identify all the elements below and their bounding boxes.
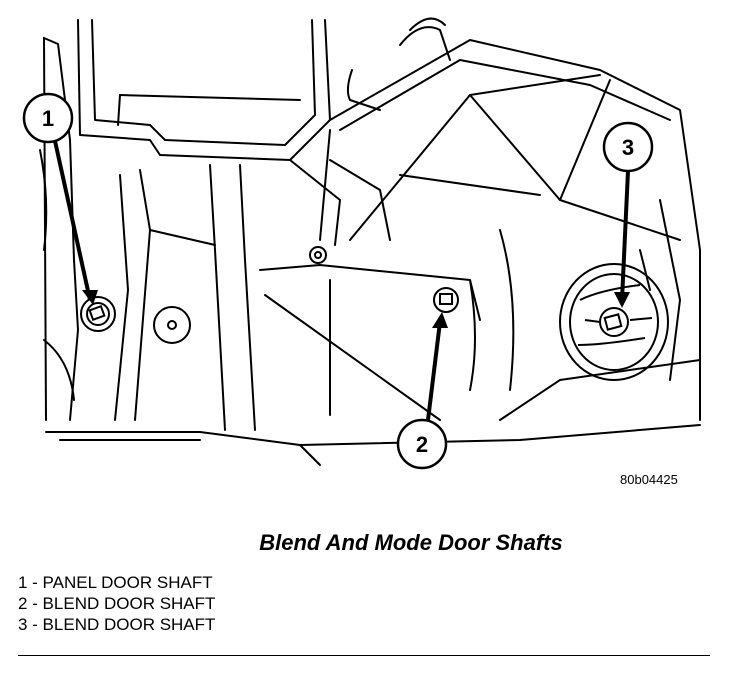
panel-door-shaft xyxy=(80,296,116,332)
upper-housing xyxy=(319,17,691,241)
inner-ribs xyxy=(259,159,515,421)
callout-1: 1 xyxy=(22,92,98,305)
right-housing xyxy=(639,179,701,421)
legend-item-2: 2 - BLEND DOOR SHAFT xyxy=(18,594,216,613)
callout-2: 2 xyxy=(396,312,448,470)
blend-door-shaft-right xyxy=(559,263,669,381)
center-pillar xyxy=(114,164,256,431)
legend-list: 1 - PANEL DOOR SHAFT 2 - BLEND DOOR SHAF… xyxy=(18,572,215,635)
figure-caption: Blend And Mode Door Shafts xyxy=(259,530,563,555)
housing-bottom-edge xyxy=(45,359,701,466)
figure-id-label: 80b04425 xyxy=(620,472,678,487)
svg-text:2: 2 xyxy=(416,432,428,457)
duct-frame xyxy=(77,19,331,161)
hvac-housing-illustration: 1 2 3 xyxy=(22,17,701,470)
svg-text:1: 1 xyxy=(42,106,54,131)
legend-item-3: 3 - BLEND DOOR SHAFT xyxy=(18,615,216,634)
legend-item-1: 1 - PANEL DOOR SHAFT xyxy=(18,573,213,592)
svg-text:3: 3 xyxy=(622,135,634,160)
bottom-divider xyxy=(18,655,710,656)
blend-door-shaft-center xyxy=(433,287,459,313)
callout-3: 3 xyxy=(602,121,654,308)
